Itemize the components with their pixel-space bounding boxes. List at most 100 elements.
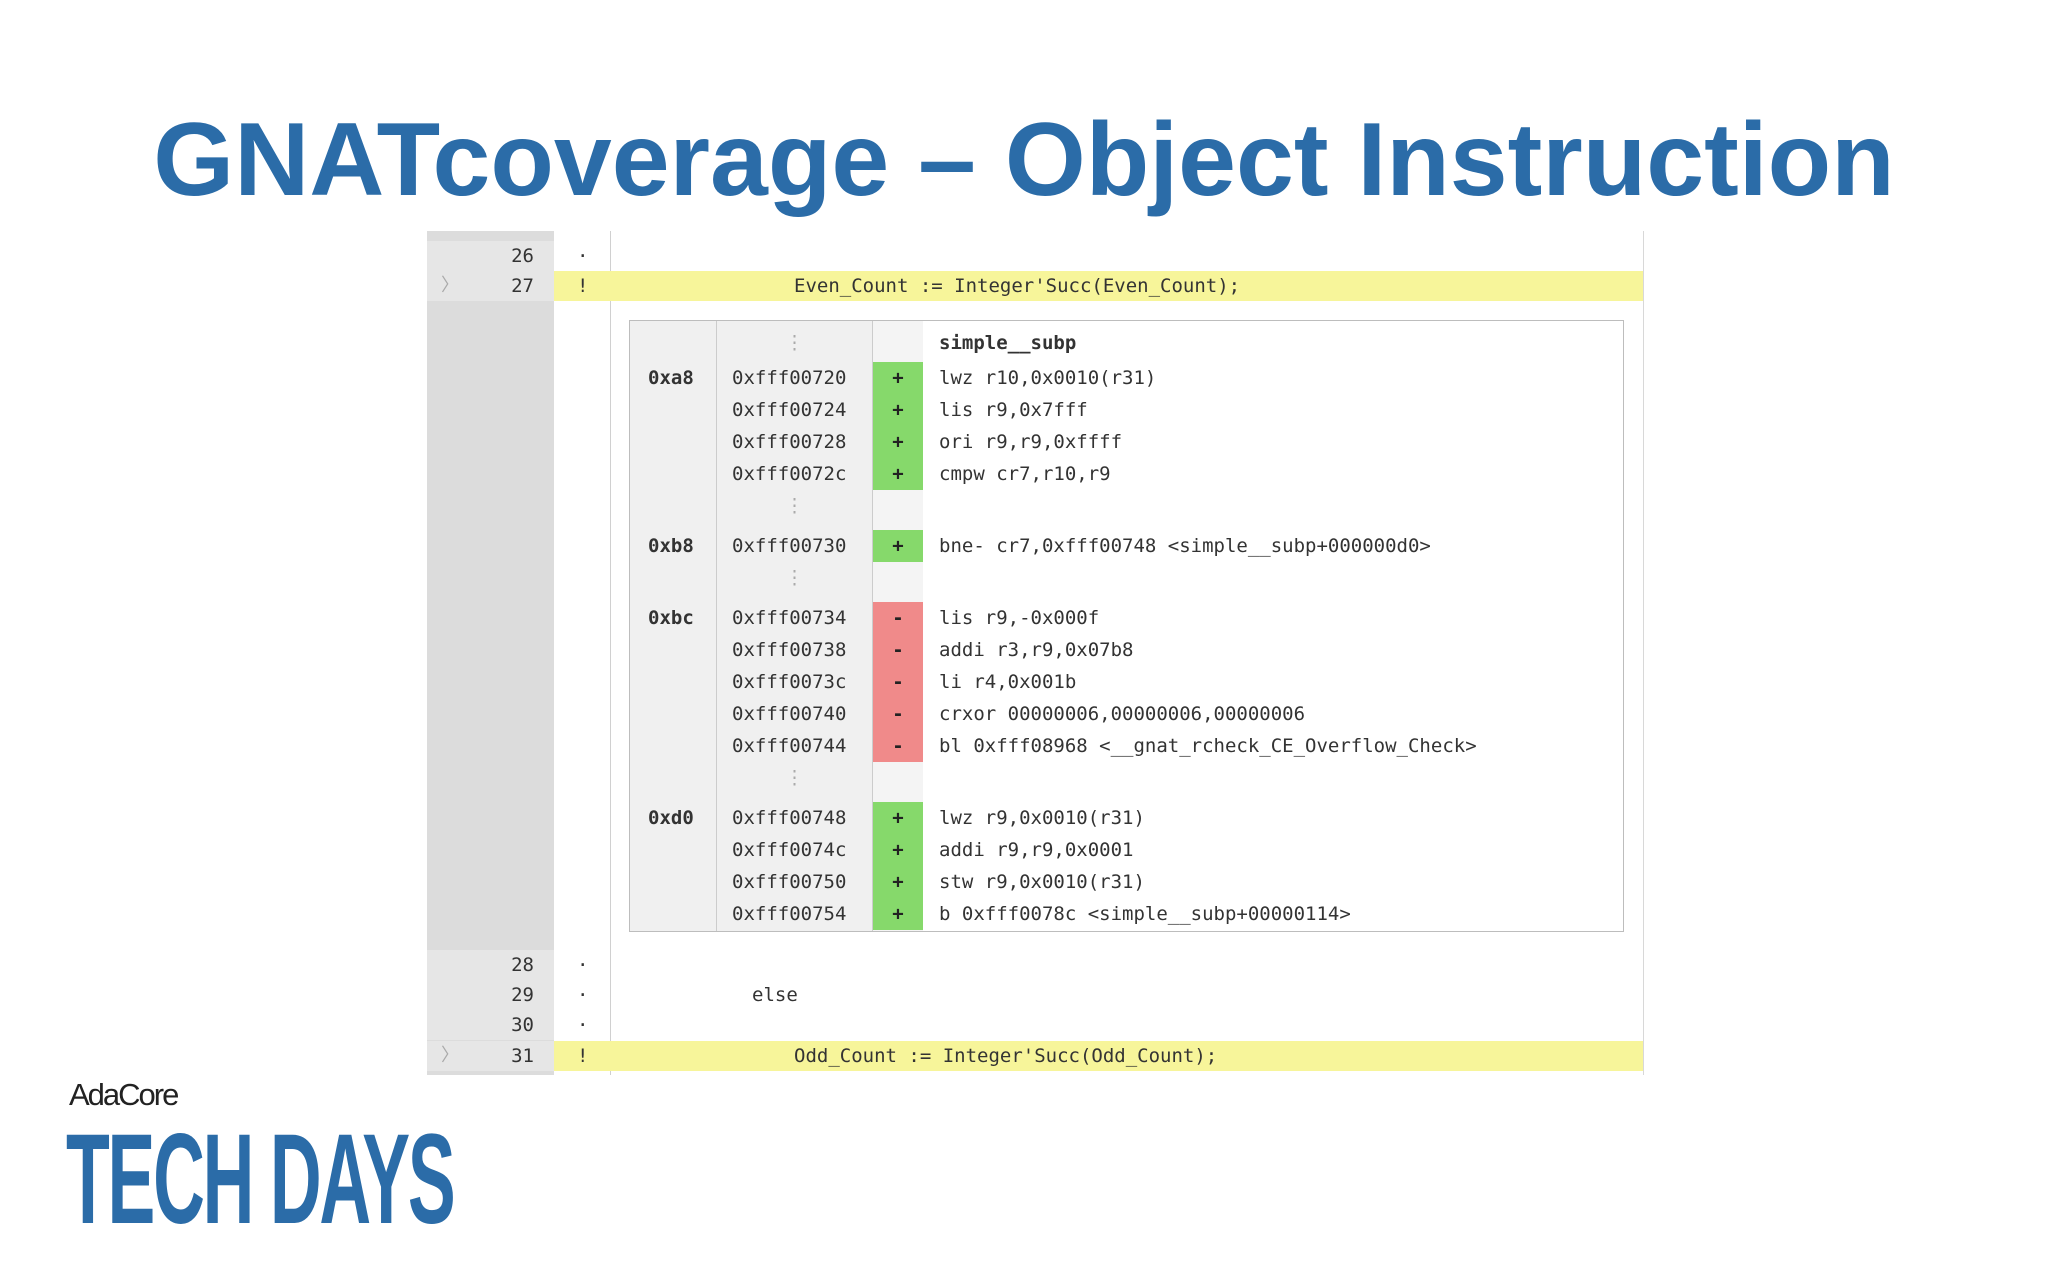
address: 0xfff00750 (732, 871, 847, 893)
address: 0xfff00740 (732, 703, 847, 725)
ellipsis-icon: ⋮ (785, 567, 804, 589)
instruction-row: 0xfff00750 + stw r9,0x0010(r31) (630, 866, 1623, 898)
line-number-cell (427, 950, 554, 980)
coverage-mark: ! (577, 275, 589, 297)
coverage-status: + (873, 362, 923, 394)
routine-name: simple__subp (939, 332, 1077, 354)
instruction: lis r9,-0x000f (939, 607, 1100, 629)
coverage-mark: · (577, 245, 589, 267)
instruction: li r4,0x001b (939, 671, 1077, 693)
coverage-status: + (873, 866, 923, 898)
coverage-status: - (873, 602, 923, 634)
instruction: bne- cr7,0xfff00748 <simple__subp+000000… (939, 535, 1431, 557)
instruction: cmpw cr7,r10,r9 (939, 463, 1111, 485)
coverage-status: - (873, 730, 923, 762)
line-number: 27 (511, 275, 534, 297)
instruction-row: 0xfff00738-addi r3,r9,0x07b8 (630, 634, 1623, 666)
line-number: 29 (511, 984, 534, 1006)
instruction-row: 0xfff0073c-li r4,0x001b (630, 666, 1623, 698)
coverage-mark: · (577, 984, 589, 1006)
coverage-status: + (873, 802, 923, 834)
offset: 0xbc (648, 607, 694, 629)
instruction: lis r9,0x7fff (939, 399, 1088, 421)
instruction-row: 0xb8 0xfff00730 + bne- cr7,0xfff00748 <simp… (630, 530, 1623, 562)
coverage-mark: ! (577, 1045, 589, 1067)
address: 0xfff00720 (732, 367, 847, 389)
ellipsis-icon: ⋮ (785, 767, 804, 789)
instruction: addi r9,r9,0x0001 (939, 839, 1134, 861)
slide-title: GNATcoverage – Object Instruction (153, 102, 1895, 218)
coverage-status: + (873, 426, 923, 458)
line-number: 26 (511, 245, 534, 267)
line-number: 30 (511, 1014, 534, 1036)
instruction: bl 0xfff08968 <__gnat_rcheck_CE_Overflow… (939, 735, 1477, 757)
ellipsis-icon: ⋮ (785, 332, 804, 354)
line-number-cell (427, 1010, 554, 1040)
coverage-status: + (873, 834, 923, 866)
source-code: else (752, 984, 798, 1006)
address: 0xfff00744 (732, 735, 847, 757)
coverage-mark: · (577, 954, 589, 976)
coverage-status: - (873, 698, 923, 730)
source-line: 26 · (427, 241, 1643, 271)
coverage-status: + (873, 530, 923, 562)
line-number-cell (427, 241, 554, 271)
source-line: 29 · else (427, 980, 1643, 1010)
offset: 0xd0 (648, 807, 694, 829)
coverage-status: + (873, 394, 923, 426)
instruction: lwz r9,0x0010(r31) (939, 807, 1145, 829)
source-line: 〉 31! Odd_Count := Integer'Succ(Odd_Count)… (427, 1041, 1643, 1071)
instruction-row: 0xfff00740 -crxor 00000006,00000006,00000… (630, 698, 1623, 730)
offset-column (630, 321, 717, 931)
address: 0xfff00754 (732, 903, 847, 925)
separator-row: ⋮ (630, 562, 1623, 594)
separator-row: ⋮ (630, 490, 1623, 522)
instruction-row: 0xfff00744 -bl 0xfff08968 <__gnat_rcheck_… (630, 730, 1623, 762)
instruction: lwz r10,0x0010(r31) (939, 367, 1157, 389)
address: 0xfff0072c (732, 463, 847, 485)
source-code: Odd_Count := Integer'Succ(Odd_Count); (794, 1045, 1218, 1067)
coverage-mark-column (554, 231, 611, 1075)
line-number-cell (427, 980, 554, 1010)
object-instruction-table: ⋮ simple__subp 0xa8 0xfff00720 + lwz r10,0x… (629, 320, 1624, 932)
coverage-report-panel: 26 · 〉 27! Even_Count := Integer'Succ(Even_C… (427, 231, 1644, 1075)
instruction-row: 0xfff0072c + cmpw cr7,r10,r9 (630, 458, 1623, 490)
chevron-right-icon[interactable]: 〉 (441, 275, 459, 296)
routine-header-row: ⋮ simple__subp (630, 327, 1623, 359)
tech-days-logo: TECH DAYS (66, 1108, 456, 1251)
line-number-cell (427, 271, 554, 301)
address: 0xfff0074c (732, 839, 847, 861)
source-code: Even_Count := Integer'Succ(Even_Count); (794, 275, 1241, 297)
line-number-cell (427, 1041, 554, 1071)
offset: 0xa8 (648, 367, 694, 389)
coverage-status: + (873, 458, 923, 490)
instruction-row: 0xfff0074c + addi r9,r9,0x0001 (630, 834, 1623, 866)
instruction-row: 0xa8 0xfff00720 + lwz r10,0x0010(r31) (630, 362, 1623, 394)
line-number: 31 (511, 1045, 534, 1067)
instruction-row: 0xd0 0xfff00748 + lwz r9,0x0010(r31) (630, 802, 1623, 834)
coverage-status: - (873, 634, 923, 666)
address: 0xfff00734 (732, 607, 847, 629)
address-column (717, 321, 873, 931)
line-number: 28 (511, 954, 534, 976)
instruction: b 0xfff0078c <simple__subp+00000114> (939, 903, 1351, 925)
address: 0xfff00748 (732, 807, 847, 829)
source-line: 30 · (427, 1010, 1643, 1040)
instruction: crxor 00000006,00000006,00000006 (939, 703, 1306, 725)
instruction-row: 0xfff00728 + ori r9,r9,0xffff (630, 426, 1623, 458)
coverage-status: - (873, 666, 923, 698)
instruction-row: 0xfff00754 + b 0xfff0078c <simple__subp+00… (630, 898, 1623, 930)
coverage-mark: · (577, 1014, 589, 1036)
separator-row: ⋮ (630, 762, 1623, 794)
instruction: stw r9,0x0010(r31) (939, 871, 1145, 893)
address: 0xfff00728 (732, 431, 847, 453)
instruction: addi r3,r9,0x07b8 (939, 639, 1134, 661)
source-line: 〉 27! Even_Count := Integer'Succ(Even_Coun… (427, 271, 1643, 301)
instruction: ori r9,r9,0xffff (939, 431, 1123, 453)
coverage-status: + (873, 898, 923, 930)
source-line: 28 · (427, 950, 1643, 980)
address: 0xfff00730 (732, 535, 847, 557)
offset: 0xb8 (648, 535, 694, 557)
chevron-right-icon[interactable]: 〉 (441, 1045, 459, 1066)
adacore-logo: AdaCore (69, 1077, 179, 1112)
